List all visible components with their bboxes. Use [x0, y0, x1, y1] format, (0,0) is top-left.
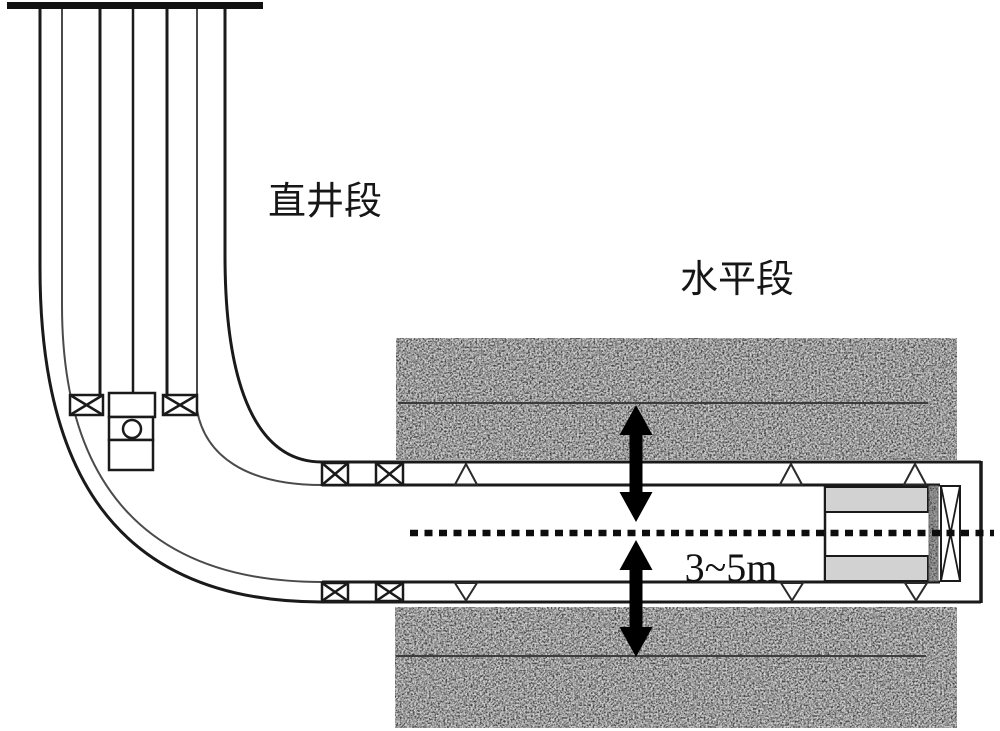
centralizer-icon: [779, 582, 805, 603]
casing-inner-right-curve: [196, 9, 323, 486]
wellhead-bar: [7, 2, 263, 9]
pump-upper-body: [107, 391, 157, 419]
centralizer-icon: [453, 461, 479, 486]
centralizer-icon: [778, 461, 804, 486]
distance-arrow-upper: [619, 405, 653, 522]
packer-x-icon: [374, 581, 405, 603]
downhole-pump-assembly: [107, 391, 157, 472]
rock-layer-lower: [395, 607, 957, 728]
tool-screen-upper: [824, 486, 929, 513]
centralizer-icon: [903, 582, 929, 603]
packer-x-icon: [320, 461, 350, 487]
centralizer-icon: [902, 461, 928, 486]
label-vertical-section: 直井段: [268, 181, 382, 223]
centralizer-icon: [453, 582, 479, 603]
vertical-well-packers: [68, 393, 199, 417]
formation-layers: [395, 338, 957, 728]
label-offset-distance: 3~5m: [685, 545, 778, 590]
distance-arrow-lower: [619, 540, 653, 657]
casing-inner-left-curve: [61, 9, 323, 583]
lateral-packers: [320, 461, 405, 603]
casing-outer-left-curve: [38, 9, 323, 604]
pump-lower-body: [107, 438, 155, 472]
label-horizontal-section: 水平段: [680, 259, 794, 301]
packer-x-icon: [68, 393, 105, 417]
distance-arrows: [619, 405, 653, 657]
lateral-centralizers: [453, 461, 929, 603]
packer-x-icon: [320, 581, 350, 603]
pump-ball-icon: [121, 418, 143, 440]
packer-x-icon: [161, 393, 199, 417]
casing-outer-right-curve: [223, 9, 323, 464]
vertical-well-section: [7, 2, 323, 604]
packer-x-icon: [374, 461, 405, 487]
rock-layer-upper: [396, 338, 957, 460]
tool-screen-lower: [824, 555, 929, 582]
